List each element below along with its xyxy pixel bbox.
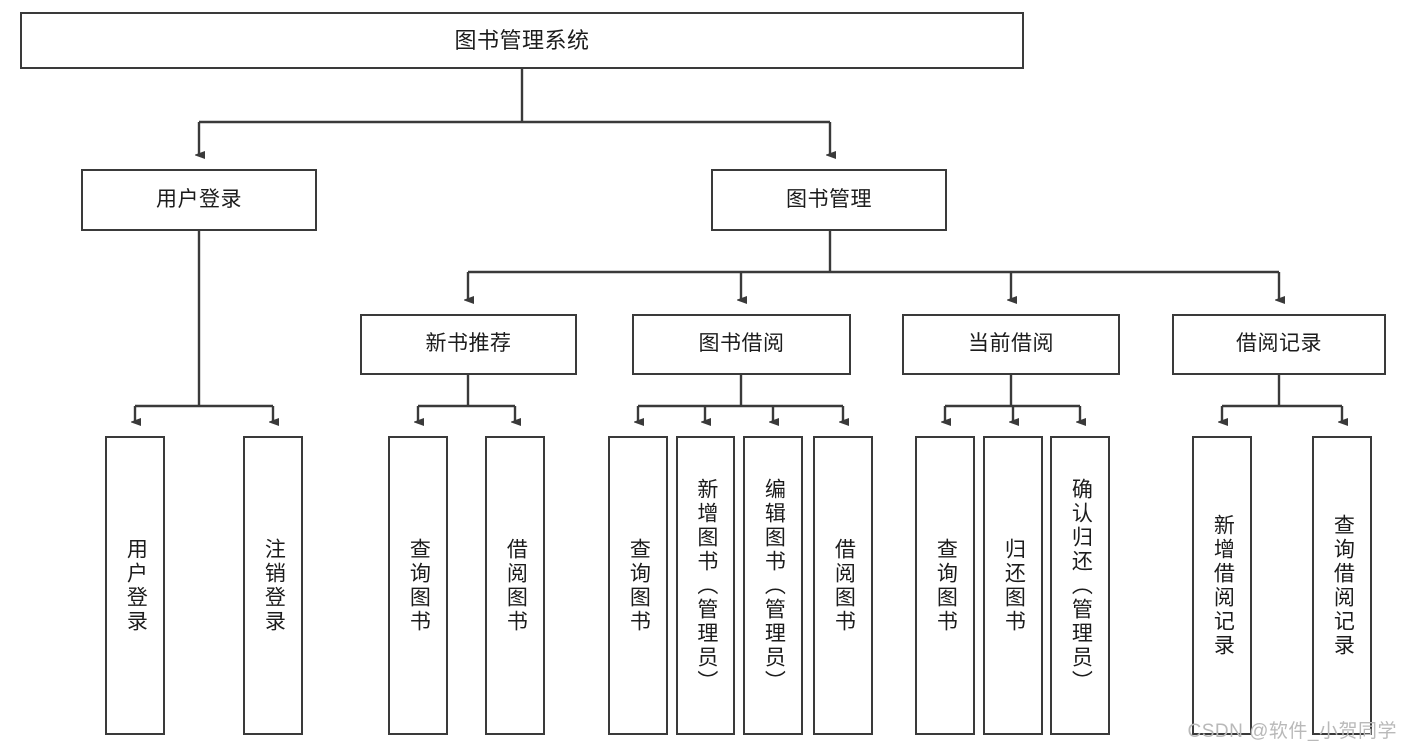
leaf-node[interactable]: 查询图书 bbox=[388, 436, 448, 735]
node-label: 确认归还（管理员） bbox=[1069, 477, 1093, 694]
leaf-node[interactable]: 用户登录 bbox=[105, 436, 165, 735]
node-root-system[interactable]: 图书管理系统 bbox=[20, 12, 1024, 69]
node-label: 用户登录 bbox=[156, 187, 242, 211]
leaf-node[interactable]: 新增借阅记录 bbox=[1192, 436, 1252, 735]
node-label: 图书管理 bbox=[786, 187, 872, 211]
node-label: 新增图书（管理员） bbox=[694, 477, 718, 694]
node-label: 图书借阅 bbox=[698, 332, 785, 356]
node-label: 编辑图书（管理员） bbox=[762, 477, 786, 694]
node-label: 查询图书 bbox=[934, 537, 958, 634]
node-label: 借阅图书 bbox=[504, 537, 528, 634]
node-book-borrow[interactable]: 图书借阅 bbox=[632, 314, 851, 375]
node-label: 查询借阅记录 bbox=[1331, 513, 1355, 658]
node-label: 借阅图书 bbox=[832, 537, 856, 634]
node-label: 图书管理系统 bbox=[454, 27, 590, 53]
node-label: 借阅记录 bbox=[1236, 332, 1322, 356]
node-book-management[interactable]: 图书管理 bbox=[711, 169, 947, 231]
node-current-borrow[interactable]: 当前借阅 bbox=[902, 314, 1120, 375]
node-user-login[interactable]: 用户登录 bbox=[81, 169, 317, 231]
leaf-node[interactable]: 借阅图书 bbox=[485, 436, 545, 735]
node-label: 注销登录 bbox=[262, 537, 286, 634]
node-label: 用户登录 bbox=[124, 537, 148, 634]
leaf-node[interactable]: 确认归还（管理员） bbox=[1050, 436, 1110, 735]
node-label: 新增借阅记录 bbox=[1211, 513, 1235, 658]
node-new-book-recommend[interactable]: 新书推荐 bbox=[360, 314, 577, 375]
node-label: 当前借阅 bbox=[968, 332, 1054, 356]
leaf-node[interactable]: 归还图书 bbox=[983, 436, 1043, 735]
leaf-node[interactable]: 借阅图书 bbox=[813, 436, 873, 735]
leaf-node[interactable]: 查询图书 bbox=[608, 436, 668, 735]
watermark: CSDN @软件_小贺同学 bbox=[1187, 721, 1397, 742]
leaf-node[interactable]: 编辑图书（管理员） bbox=[743, 436, 803, 735]
node-label: 新书推荐 bbox=[425, 332, 512, 356]
node-label: 查询图书 bbox=[627, 537, 651, 634]
leaf-node[interactable]: 查询图书 bbox=[915, 436, 975, 735]
leaf-node[interactable]: 注销登录 bbox=[243, 436, 303, 735]
node-label: 归还图书 bbox=[1002, 537, 1026, 634]
node-borrow-record[interactable]: 借阅记录 bbox=[1172, 314, 1386, 375]
leaf-node[interactable]: 查询借阅记录 bbox=[1312, 436, 1372, 735]
node-label: 查询图书 bbox=[407, 537, 431, 634]
leaf-node[interactable]: 新增图书（管理员） bbox=[676, 436, 735, 735]
